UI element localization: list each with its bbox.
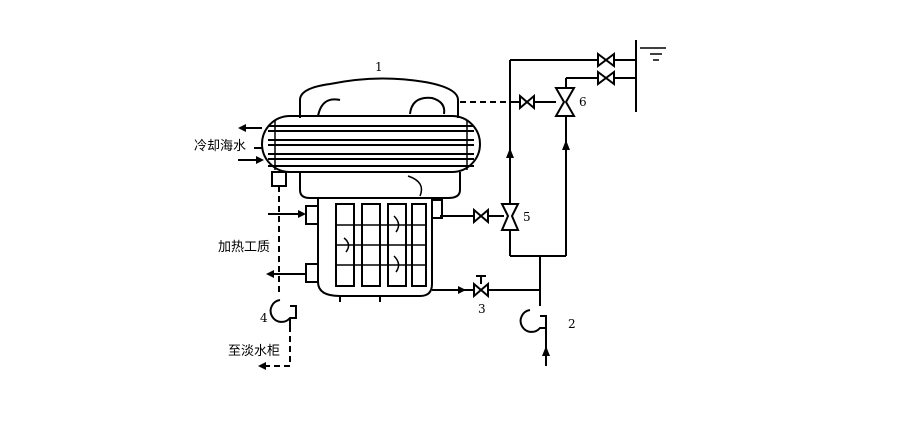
label-heating-medium: 加热工质 — [218, 240, 270, 255]
sea-chest — [614, 40, 666, 112]
heating-medium-ports — [266, 205, 319, 283]
valve-5 — [431, 199, 504, 225]
tube-bundle — [268, 120, 474, 170]
label-1: 1 — [375, 60, 383, 74]
label-5: 5 — [523, 210, 531, 224]
ejector-5 — [500, 203, 520, 231]
pump-2 — [519, 309, 550, 366]
label-cooling-seawater: 冷却海水 — [194, 139, 246, 154]
feed-line — [432, 275, 540, 299]
label-4: 4 — [260, 311, 268, 325]
ejector-6 — [554, 87, 576, 122]
condenser-shell — [261, 77, 481, 173]
valve-top-2 — [597, 70, 615, 86]
evaporator-body — [299, 172, 461, 302]
valve-air — [519, 93, 556, 111]
distillate-line — [258, 171, 291, 370]
pump-4 — [269, 299, 297, 326]
valve-top-1 — [597, 52, 615, 68]
label-3: 3 — [478, 302, 486, 316]
ejector-supply-lines — [506, 59, 598, 306]
seawater-arrows — [238, 124, 264, 164]
label-6: 6 — [579, 95, 587, 109]
label-2: 2 — [568, 317, 576, 331]
label-to-fresh-water-tank: 至淡水柜 — [228, 344, 280, 359]
